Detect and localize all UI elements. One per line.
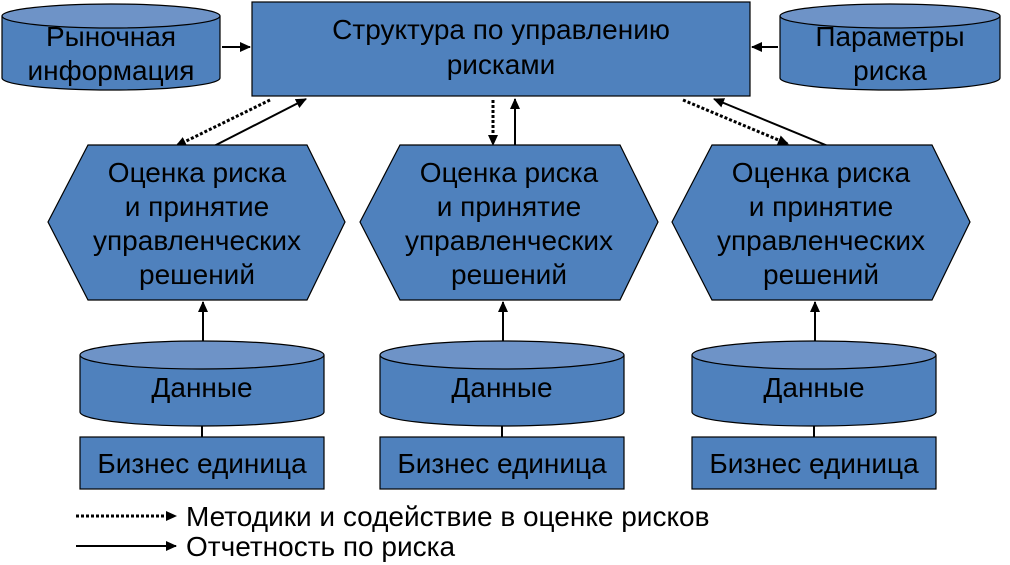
assessment-2-line1: Оценка риска <box>420 157 599 188</box>
assessment-3-line1: Оценка риска <box>732 157 911 188</box>
assessment-1-line4: решений <box>139 259 255 290</box>
data-2-label: Данные <box>451 372 552 403</box>
central-structure-label-line1: Структура по управлению <box>332 14 670 45</box>
legend-dotted-label: Методики и содействие в оценке рисков <box>186 501 709 532</box>
assessment-1-line1: Оценка риска <box>108 157 287 188</box>
assessment-1-line2: и принятие <box>125 191 269 222</box>
business-unit-3-label: Бизнес единица <box>709 448 919 479</box>
data-1-label: Данные <box>151 372 252 403</box>
central-structure-label-line2: рисками <box>447 49 556 80</box>
assessment-3-line4: решений <box>763 259 879 290</box>
assessment-hexagon-2: Оценка риска и принятие управленческих р… <box>359 144 659 301</box>
data-cylinder-2: Данные <box>379 340 625 427</box>
business-unit-box-3: Бизнес единица <box>691 436 937 490</box>
solid-arrow-col1 <box>213 98 307 147</box>
market-info-cylinder: Рыночная информация <box>1 3 221 91</box>
dotted-arrow-col3 <box>682 98 789 146</box>
assessment-3-line2: и принятие <box>749 191 893 222</box>
market-info-label-line1: Рыночная <box>46 21 176 52</box>
assessment-2-line2: и принятие <box>437 191 581 222</box>
assessment-2-line4: решений <box>451 259 567 290</box>
central-structure-box: Структура по управлению рисками <box>251 1 751 97</box>
solid-arrow-col3 <box>713 98 829 147</box>
assessment-hexagon-1: Оценка риска и принятие управленческих р… <box>47 144 346 301</box>
business-unit-box-2: Бизнес единица <box>379 436 625 490</box>
business-unit-box-1: Бизнес единица <box>79 436 325 490</box>
risk-params-label-line2: риска <box>853 55 927 86</box>
assessment-3-line3: управленческих <box>717 225 925 256</box>
assessment-hexagon-3: Оценка риска и принятие управленческих р… <box>671 144 971 301</box>
assessment-1-line3: управленческих <box>93 225 301 256</box>
assessment-2-line3: управленческих <box>405 225 613 256</box>
data-cylinder-1: Данные <box>79 340 325 427</box>
dotted-arrow-col1 <box>175 98 271 148</box>
business-unit-2-label: Бизнес единица <box>397 448 607 479</box>
legend: Методики и содействие в оценке рисков От… <box>76 501 709 562</box>
risk-params-cylinder: Параметры риска <box>779 3 1001 91</box>
market-info-label-line2: информация <box>28 55 195 86</box>
risk-params-label-line1: Параметры <box>815 21 964 52</box>
business-unit-1-label: Бизнес единица <box>97 448 307 479</box>
data-cylinder-3: Данные <box>691 340 937 427</box>
data-3-label: Данные <box>763 372 864 403</box>
legend-solid-label: Отчетность по риска <box>186 531 455 562</box>
